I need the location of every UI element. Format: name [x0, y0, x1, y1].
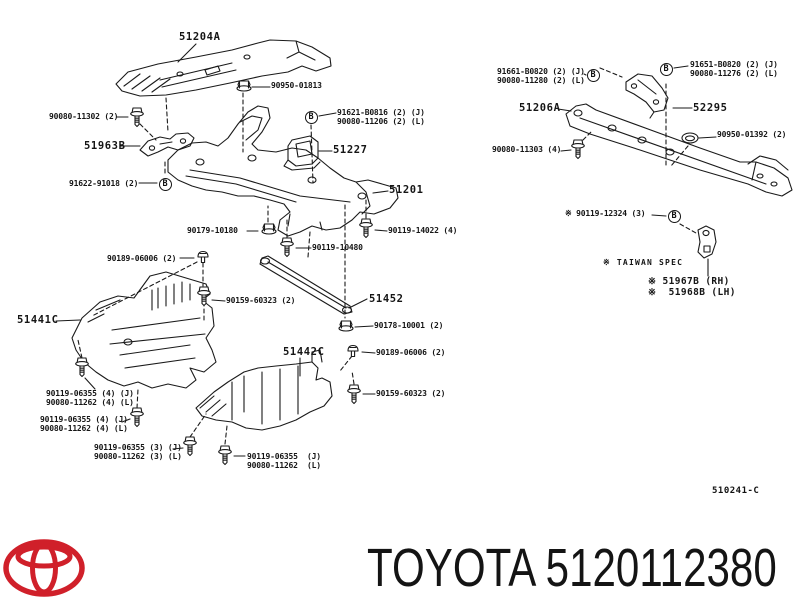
- callout-90189-06006-a: 90189-06006 (2): [107, 254, 177, 263]
- callout-91661-b0820: 91661-B0820 (2) (J)90080-11280 (2) (L): [497, 67, 585, 85]
- callout-91651-b0820: 91651-B0820 (2) (J)90080-11276 (2) (L): [690, 60, 778, 78]
- callout-bolt-set-3: 90119-06355 (3) (J)90080-11262 (3) (L): [94, 443, 182, 461]
- callout-90159-60323-a: 90159-60323 (2): [226, 296, 296, 305]
- bolt-icon: [359, 218, 373, 239]
- callout-90119-10480: 90119-10480: [312, 243, 363, 252]
- part-51442c-drawing: [195, 349, 333, 431]
- footer-part-number: TOYOTA 5120112380: [367, 538, 777, 598]
- fastener-code-marker-b: B: [304, 110, 318, 124]
- part-51452-drawing: [259, 255, 353, 315]
- callout-90080-11303: 90080-11303 (4): [492, 145, 562, 154]
- bolt-icon: [183, 436, 197, 457]
- dashed-leader-lines: [77, 67, 697, 445]
- callout-90080-11302: 90080-11302 (2): [49, 112, 119, 121]
- callout-taiwan-spec: ※ TAIWAN SPEC: [603, 258, 684, 267]
- callout-51441c: 51441C: [17, 314, 59, 326]
- bolt-icon: [197, 286, 211, 307]
- clip-icon: [197, 250, 209, 264]
- callout-90119-14022: 90119-14022 (4): [388, 226, 458, 235]
- nut-icon: [338, 320, 354, 332]
- bolt-icon: [218, 445, 232, 466]
- part-51206a-drawing: [565, 103, 793, 197]
- part-51201-drawing: [167, 105, 399, 237]
- fastener-code-marker-b: B: [659, 62, 673, 76]
- callout-51967b-51968b: ※ 51967B (RH)※ 51968B (LH): [648, 276, 736, 298]
- toyota-logo-icon: [3, 539, 85, 597]
- bolt-icon: [75, 357, 89, 378]
- callout-90189-06006-b: 90189-06006 (2): [376, 348, 446, 357]
- part-51204a-drawing: [115, 39, 332, 97]
- callout-51227: 51227: [333, 144, 368, 156]
- callout-51442c: 51442C: [283, 346, 325, 358]
- callout-90119-12324: ※ 90119-12324 (3): [565, 209, 646, 218]
- grommet-icon: [681, 132, 699, 144]
- callout-90950-01813: 90950-01813: [271, 81, 322, 90]
- bolt-icon: [130, 107, 144, 128]
- fastener-code-marker-b: B: [667, 209, 681, 223]
- part-51441c-drawing: [71, 271, 217, 389]
- nut-icon: [236, 80, 252, 92]
- callout-90178-10001: 90178-10001 (2): [374, 321, 444, 330]
- bolt-icon: [280, 237, 294, 258]
- callout-bolt-set-1: 90119-06355 (4) (J)90080-11262 (4) (L): [46, 389, 134, 407]
- callout-bolt-set-2: 90119-06355 (4) (J)90080-11262 (4) (L): [40, 415, 128, 433]
- label-leader-lines: [55, 43, 717, 457]
- bolt-icon: [347, 384, 361, 405]
- clip-icon: [347, 344, 359, 358]
- fastener-code-marker-b: B: [586, 68, 600, 82]
- callout-90179-10180: 90179-10180: [187, 226, 238, 235]
- callout-51201: 51201: [389, 184, 424, 196]
- bolt-icon: [571, 139, 585, 160]
- diagram-code: 510241-C: [712, 486, 760, 496]
- bolt-icon: [130, 407, 144, 428]
- callout-51206a: 51206A: [519, 102, 561, 114]
- callout-90159-60323-b: 90159-60323 (2): [376, 389, 446, 398]
- callout-91621-b0816: 91621-B0816 (2) (J)90080-11206 (2) (L): [337, 108, 425, 126]
- callout-91622-91018: 91622-91018 (2): [69, 179, 139, 188]
- part-51227-drawing: [283, 135, 321, 171]
- callout-51452: 51452: [369, 293, 404, 305]
- callout-bolt-set-4: 90119-06355 (J)90080-11262 (L): [247, 452, 321, 470]
- nut-icon: [261, 223, 277, 235]
- fastener-code-marker-b: B: [158, 177, 172, 191]
- part-51967b-drawing: [697, 225, 717, 259]
- part-52295-drawing: [625, 73, 669, 119]
- callout-90950-01392: 90950-01392 (2): [717, 130, 787, 139]
- callout-51963b: 51963B: [84, 140, 126, 152]
- callout-52295: 52295: [693, 102, 728, 114]
- callout-51204a: 51204A: [179, 31, 221, 43]
- part-51963b-drawing: [139, 132, 195, 157]
